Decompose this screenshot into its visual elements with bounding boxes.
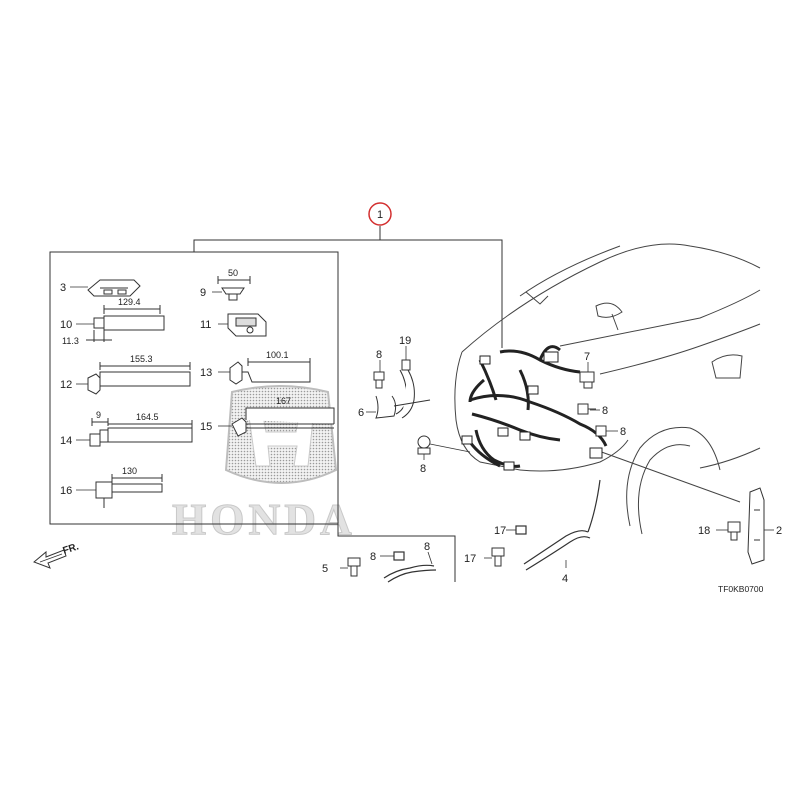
label-part-16: 16 [60,485,72,497]
bolt-part-18 [727,521,741,541]
harness-group-frame [49,226,503,582]
harness-connectors [461,351,603,471]
cable-band-part-10 [86,305,165,342]
bolt-part-8-c [595,425,607,437]
callout-main-circle [368,202,392,226]
clip-part-11 [227,313,267,337]
label-part-7: 7 [584,351,590,363]
cable-band-part-12 [87,362,191,395]
callout-main-label: 1 [377,209,383,221]
dim-167: 167 [276,396,291,406]
dim-130: 130 [122,466,137,476]
label-part-8-d: 8 [420,463,426,475]
cable-band-part-14 [89,418,193,447]
label-part-14: 14 [60,435,72,447]
dim-50: 50 [228,268,238,278]
label-part-17-b: 17 [464,553,476,565]
bolt-part-8-d [417,435,431,455]
label-part-10: 10 [60,319,72,331]
bolt-part-8-a [373,371,385,389]
label-part-8-a: 8 [376,349,382,361]
cable-band-part-15 [231,407,335,437]
label-part-11: 11 [200,319,211,331]
vehicle-outline [454,243,761,535]
dim-129-4: 129.4 [118,297,141,307]
label-part-8-b: 8 [602,405,608,417]
label-part-8-e: 8 [370,551,376,563]
bracket-part-2 [747,487,765,565]
label-part-12: 12 [60,379,72,391]
label-part-5: 8 [424,541,430,553]
label-part-17-a: 5 [322,563,328,575]
bolt-part-17-b [491,547,505,567]
label-part-3: 3 [60,282,66,294]
bolt-part-7 [579,371,595,389]
bracket-part-6 [375,395,431,419]
label-part-4: 4 [562,573,568,585]
bolt-part-17-a [347,557,361,577]
diagram-code: TF0KB0700 [718,584,764,594]
label-part-15: 15 [200,421,212,433]
label-part-8-c: 8 [620,426,626,438]
cover-part-3 [87,279,141,297]
dim-11-3: 11.3 [62,336,79,346]
dim-100-1: 100.1 [266,350,289,360]
label-part-19: 19 [399,335,411,347]
label-part-13: 13 [200,367,212,379]
honda-watermark-text: HONDA [172,495,356,544]
cable-band-part-16 [95,474,163,508]
battery-cable-part-4 [515,479,601,571]
bracket-part-19 [395,359,415,419]
clip-part-9 [217,276,251,301]
label-part-9: 9 [200,287,206,299]
dim-9: 9 [96,410,101,420]
front-direction-label: FR. [62,541,81,557]
bolt-part-8-b [577,403,596,415]
ground-cable-part-5 [383,551,437,583]
label-part-18: 18 [698,525,710,537]
label-part-2: 2 [776,525,782,537]
cable-band-part-13 [229,358,311,385]
dim-155-3: 155.3 [130,354,153,364]
label-part-6: 6 [358,407,364,419]
front-arrow-icon [33,549,67,569]
dim-164-5: 164.5 [136,412,159,422]
label-part-8-f: 17 [494,525,506,537]
